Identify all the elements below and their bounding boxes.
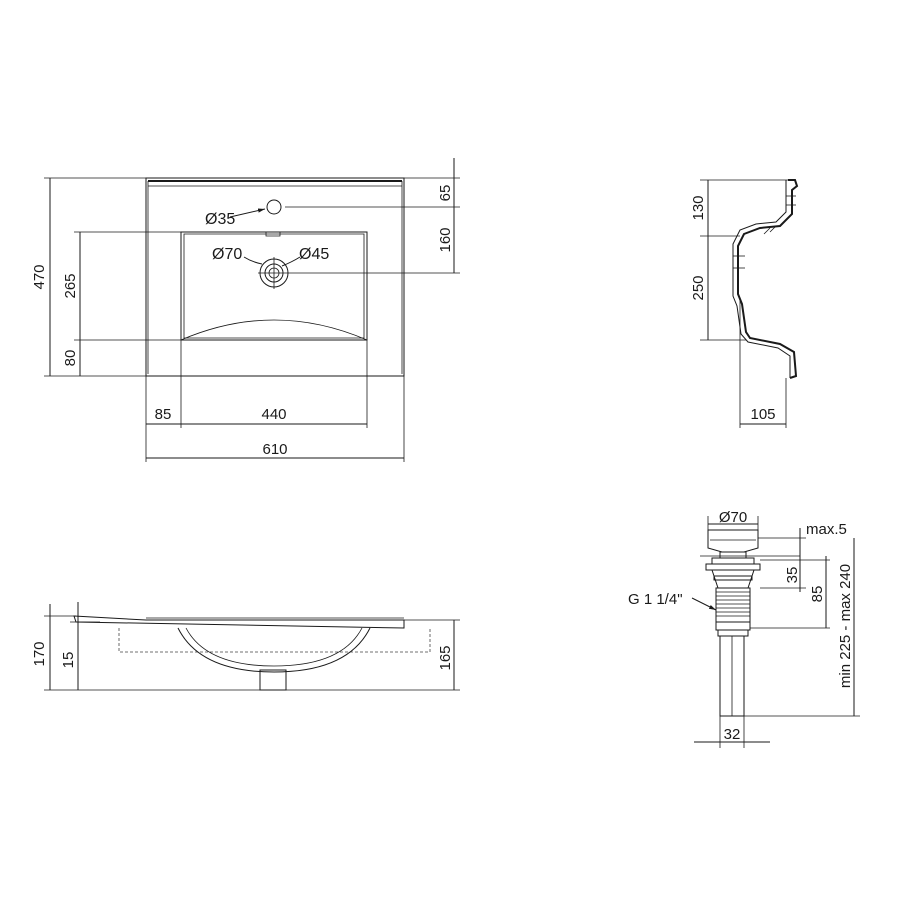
drain-label: Ø45 <box>299 246 329 263</box>
dim-165: 165 <box>437 645 454 670</box>
drain-thread <box>715 587 751 623</box>
basin-outline <box>145 177 405 377</box>
side-section-view: 130 250 105 <box>690 179 799 428</box>
front-bowl <box>177 627 371 673</box>
length-range: min 225 - max 240 <box>837 564 854 688</box>
cap-diameter: Ø70 <box>719 509 747 526</box>
dim-470: 470 <box>31 264 48 289</box>
tap-hole-label: Ø35 <box>205 211 235 228</box>
dim-85: 85 <box>155 406 172 423</box>
pipe-diameter: 32 <box>724 726 741 743</box>
dim-105: 105 <box>750 406 775 423</box>
drain-detail-view: Ø70 max.5 35 85 min 225 - max 240 G 1 1/… <box>628 509 860 748</box>
drain-cap <box>707 529 759 553</box>
max-gap-label: max.5 <box>806 521 847 538</box>
tap-hole <box>266 199 282 215</box>
top-view: Ø35 Ø70 Ø45 65 160 470 265 80 <box>31 158 460 462</box>
front-drain <box>259 669 287 691</box>
thread-label: G 1 1/4" <box>628 591 683 608</box>
dim-80: 80 <box>62 350 79 367</box>
dim-170: 170 <box>31 641 48 666</box>
dim-15: 15 <box>60 652 77 669</box>
dim-610: 610 <box>262 441 287 458</box>
front-rim <box>73 615 405 629</box>
dim-85: 85 <box>809 586 826 603</box>
section-profile <box>737 179 799 379</box>
dim-250: 250 <box>690 275 707 300</box>
dim-130: 130 <box>690 195 707 220</box>
dim-160: 160 <box>437 227 454 252</box>
dim-35: 35 <box>784 567 801 584</box>
overflow-label: Ø70 <box>212 246 242 263</box>
dim-440: 440 <box>261 406 286 423</box>
dim-65: 65 <box>437 185 454 202</box>
front-view: 170 15 165 <box>31 602 460 691</box>
dim-265: 265 <box>62 273 79 298</box>
